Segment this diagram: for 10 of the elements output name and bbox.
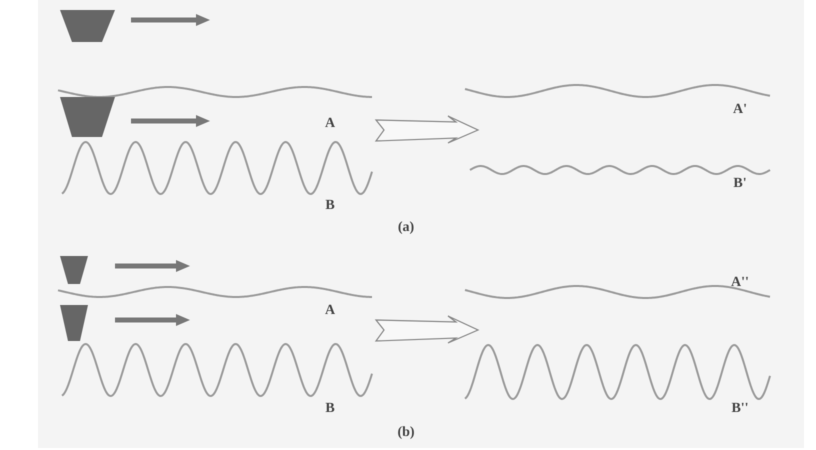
wave-label: A' [733, 103, 747, 117]
wave-label: A [324, 117, 336, 131]
wave-label: B [325, 402, 335, 416]
wave-label: A'' [731, 276, 749, 290]
wave-label: A [324, 304, 336, 318]
panel-label: (a) [398, 221, 414, 235]
panel-label: (b) [397, 426, 415, 440]
wave-label: B' [733, 177, 747, 191]
wave-label: B [325, 199, 335, 213]
wave-label: B'' [731, 402, 749, 416]
